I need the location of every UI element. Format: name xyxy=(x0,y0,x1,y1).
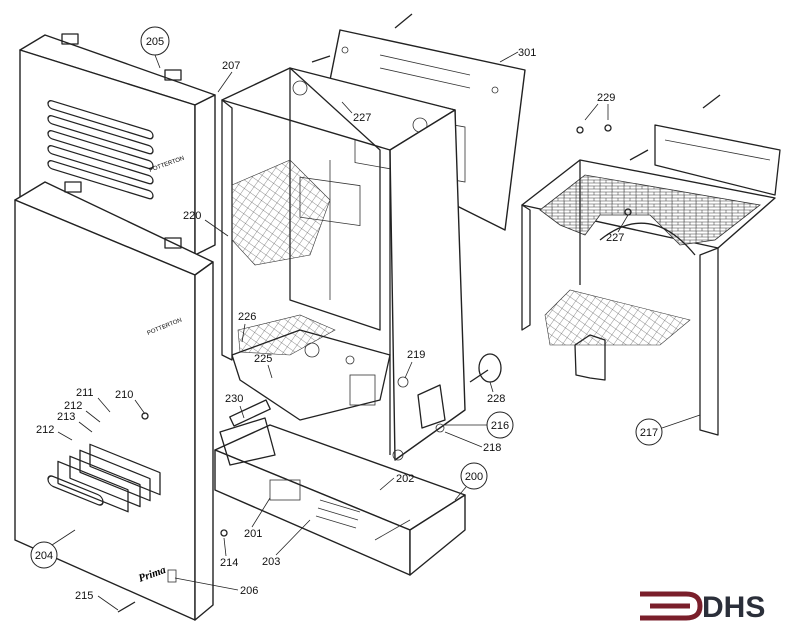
louvre-slots xyxy=(47,100,154,200)
front-casing-panel: POTTERTON Prima xyxy=(14,181,228,621)
right-combustion-chamber xyxy=(521,94,781,436)
callout-207: 207 xyxy=(222,60,240,72)
callout-226: 226 xyxy=(238,311,256,323)
callout-214: 214 xyxy=(220,557,238,569)
main-case xyxy=(221,67,502,461)
callout-204: 204 xyxy=(35,550,53,562)
callout-230: 230 xyxy=(225,393,243,405)
dhs-logo: DHS xyxy=(640,591,765,624)
callout-301: 301 xyxy=(518,47,536,59)
callout-labels: 205 216 200 217 204 207 301 227 229 227 … xyxy=(30,26,701,611)
callout-227-chamber: 227 xyxy=(606,232,624,244)
callout-228: 228 xyxy=(487,393,505,405)
bottom-tray xyxy=(118,399,466,576)
callout-200: 200 xyxy=(465,471,483,483)
callout-205: 205 xyxy=(146,36,164,48)
callout-206: 206 xyxy=(240,585,258,597)
callout-229: 229 xyxy=(597,92,615,104)
callout-202: 202 xyxy=(396,473,414,485)
dhs-logo-mark xyxy=(640,591,703,621)
callout-circle-217 xyxy=(635,418,663,446)
control-knob-group xyxy=(47,412,161,513)
callout-220: 220 xyxy=(183,210,201,222)
callout-225: 225 xyxy=(254,353,272,365)
callout-212-upper: 212 xyxy=(64,400,82,412)
callout-210: 210 xyxy=(115,389,133,401)
callout-216: 216 xyxy=(491,420,509,432)
callout-217: 217 xyxy=(640,427,658,439)
callout-219: 219 xyxy=(407,349,425,361)
callout-227-case: 227 xyxy=(353,112,371,124)
callout-211: 211 xyxy=(76,387,94,399)
callout-circle-204 xyxy=(30,541,58,569)
dhs-logo-text: DHS xyxy=(702,591,765,624)
callout-212-lower: 212 xyxy=(36,424,54,436)
callout-circle-200 xyxy=(460,462,488,490)
callout-215: 215 xyxy=(75,590,93,602)
callout-203: 203 xyxy=(262,556,280,568)
callout-213: 213 xyxy=(57,411,75,423)
callout-201: 201 xyxy=(244,528,262,540)
callout-218: 218 xyxy=(483,442,501,454)
